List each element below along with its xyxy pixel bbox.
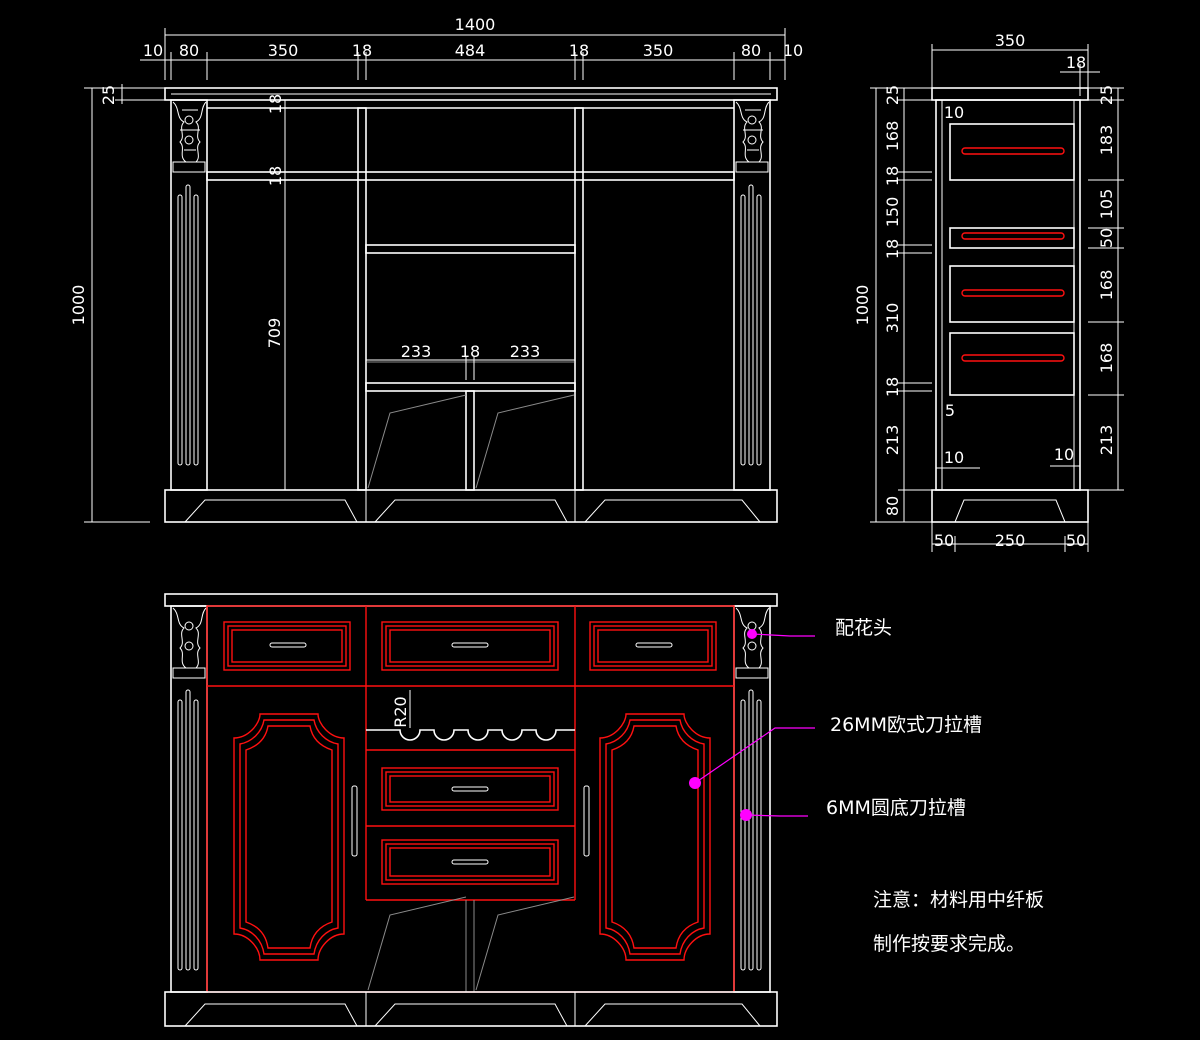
dim-side-height: 1000 xyxy=(853,285,872,326)
dim-side-top: 25 xyxy=(883,85,902,105)
dim-side-inner-10c: 10 xyxy=(1054,445,1074,464)
side-view: 350 18 1000 25 168 18 150 18 310 18 213 … xyxy=(853,31,1124,552)
dim-side-310: 310 xyxy=(883,303,902,334)
dim-shelf-1: 18 xyxy=(266,94,285,114)
elevation-view: R20 配花头 26MM欧式刀拉槽 6MM圆底刀拉槽 注意：材料用 xyxy=(164,593,1044,1027)
dim-center-bay: 484 xyxy=(455,41,486,60)
dim-lower-height: 709 xyxy=(265,318,284,349)
dim-side-r-168b: 168 xyxy=(1097,343,1116,374)
note-line-2: 制作按要求完成。 xyxy=(873,933,1025,955)
dim-left-bay: 350 xyxy=(268,41,299,60)
front-view: 1400 10 80 350 18 484 18 350 80 10 1000 … xyxy=(69,15,803,523)
callout-leaders xyxy=(689,629,815,821)
dim-shelf-2: 18 xyxy=(266,166,285,186)
dim-side-b-250: 250 xyxy=(995,531,1026,550)
carved-head-left xyxy=(172,101,207,173)
dim-total-height: 1000 xyxy=(69,285,88,326)
callout-groove-6mm: 6MM圆底刀拉槽 xyxy=(826,797,966,819)
dim-side-18c: 18 xyxy=(883,377,902,397)
callout-carved-head: 配花头 xyxy=(835,617,892,639)
dim-partition-2: 18 xyxy=(569,41,589,60)
dim-inner-left: 233 xyxy=(401,342,432,361)
dim-left-post: 80 xyxy=(179,41,199,60)
dim-side-inner-5: 5 xyxy=(945,401,955,420)
dim-inner-mid: 18 xyxy=(460,342,480,361)
dim-side-b-50b: 50 xyxy=(1066,531,1086,550)
dim-side-r-105: 105 xyxy=(1097,189,1116,220)
dim-side-150: 150 xyxy=(883,197,902,228)
dim-side-r-50: 50 xyxy=(1097,228,1116,248)
dim-side-r-168a: 168 xyxy=(1097,270,1116,301)
dim-total-width: 1400 xyxy=(455,15,496,34)
callout-groove-26mm: 26MM欧式刀拉槽 xyxy=(830,714,982,736)
dim-inner-right: 233 xyxy=(510,342,541,361)
dim-partition-1: 18 xyxy=(352,41,372,60)
dim-side-b-50a: 50 xyxy=(934,531,954,550)
carved-head-right-2 xyxy=(735,607,770,679)
dim-side-depth: 350 xyxy=(995,31,1026,50)
radius-label: R20 xyxy=(391,696,410,727)
dim-side-18b: 18 xyxy=(883,239,902,259)
dim-right-bay: 350 xyxy=(643,41,674,60)
dim-side-inner-10a: 10 xyxy=(944,103,964,122)
dim-right-margin: 10 xyxy=(783,41,803,60)
carved-head-right xyxy=(735,101,770,173)
carved-head-left-2 xyxy=(172,607,207,679)
dim-side-back: 18 xyxy=(1066,53,1086,72)
dim-side-r-213: 213 xyxy=(1097,425,1116,456)
dim-left-margin: 10 xyxy=(143,41,163,60)
dim-side-213: 213 xyxy=(883,425,902,456)
dim-right-post: 80 xyxy=(741,41,761,60)
dim-side-168: 168 xyxy=(883,121,902,152)
dim-side-r-183: 183 xyxy=(1097,125,1116,156)
dim-side-80: 80 xyxy=(883,496,902,516)
note-line-1: 注意：材料用中纤板 xyxy=(873,889,1044,911)
dim-side-inner-10b: 10 xyxy=(944,448,964,467)
dim-side-r-top: 25 xyxy=(1097,85,1116,105)
dim-side-18a: 18 xyxy=(883,166,902,186)
dim-top-thickness: 25 xyxy=(99,85,118,105)
